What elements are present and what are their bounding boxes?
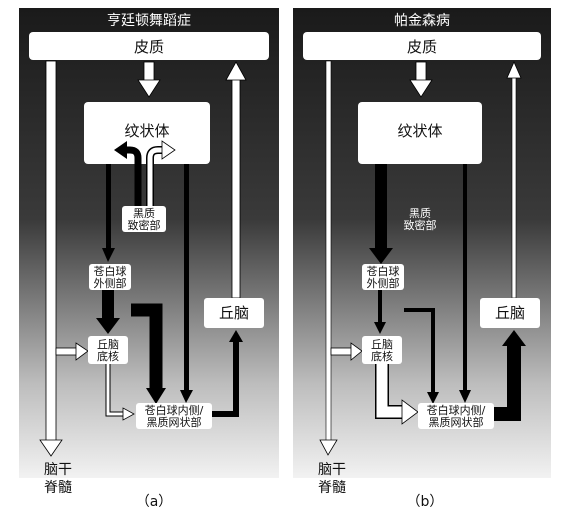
panel-a-gpi-box xyxy=(136,403,212,429)
panel-b-gpi-line2: 黑质网状部 xyxy=(429,415,484,429)
panel-b-snc-line2: 致密部 xyxy=(404,218,437,232)
panel-a-thalamus-box xyxy=(204,298,264,328)
panel-b-gpe-line2: 外侧部 xyxy=(367,276,400,290)
panel-a-gpe-box xyxy=(89,264,131,290)
panel-b-stn-box xyxy=(362,336,402,364)
panel-a-arrow-striatum-gpi xyxy=(180,164,193,403)
panel-b-stn-line1: 丘脑 xyxy=(371,338,393,351)
panel-a-arrow-cortex-stn xyxy=(55,342,89,361)
panel-a-stn-line2: 底核 xyxy=(97,349,119,363)
panel-a-gpi-line1: 苍白球内侧/ xyxy=(145,403,204,417)
panel-b-brainstem-line1: 脑干 xyxy=(318,462,346,478)
panel-b-arrow-cortex-striatum xyxy=(409,61,433,98)
panel-b-stn-line2: 底核 xyxy=(371,349,393,363)
panel-a-snc-line2: 致密部 xyxy=(128,218,161,232)
panel-a-brainstem-line2: 脊髓 xyxy=(44,480,72,496)
panel-b-arrow-striatum-gpe xyxy=(369,164,393,264)
panel-a-arrow-gpe-stn xyxy=(96,290,120,334)
panel-b-gpi-line1: 苍白球内侧/ xyxy=(427,403,486,417)
panel-a-snc-line1: 黑质 xyxy=(133,207,155,220)
panel-b-arrow-gpi-thalamus xyxy=(494,330,526,421)
panel-a-arrow-gpe-gpi xyxy=(131,303,166,404)
panel-b-arrow-cortex-brainstem xyxy=(319,60,338,456)
panel-b-snc-line1: 黑质 xyxy=(409,207,431,220)
panel-b-arrow-gpe-gpi xyxy=(404,308,439,404)
panel-a-snc-box xyxy=(122,206,166,232)
panel-b-title: 帕金森病 xyxy=(394,13,450,29)
panel-b-arrow-stn-gpi xyxy=(375,364,419,425)
panel-b-arrow-striatum-gpi xyxy=(459,164,471,403)
panel-parkinson: 帕金森病 皮质 纹状体 黑质 致密部 xyxy=(293,8,551,510)
panel-a-cortex-box xyxy=(29,32,269,60)
panel-a-caption: （a） xyxy=(136,494,173,510)
panel-a-gpe-line1: 苍白球 xyxy=(94,264,127,278)
panel-a-arrow-cortex-striatum xyxy=(137,61,161,98)
panel-b-gpe-box xyxy=(362,264,404,290)
panel-a-arrow-stn-gpi xyxy=(105,364,135,421)
panel-a-stn-box xyxy=(88,336,128,364)
panel-huntington: 亨廷顿舞蹈症 皮质 纹状体 xyxy=(19,8,279,510)
panel-a-gpe-line2: 外侧部 xyxy=(94,276,127,290)
panel-a-title: 亨廷顿舞蹈症 xyxy=(107,12,191,29)
panel-a-arrow-striatum-gpe xyxy=(102,164,115,262)
panel-b-brainstem-line2: 脊髓 xyxy=(318,480,346,496)
panel-b-arrow-gpe-stn xyxy=(374,290,386,334)
panel-a-gpi-line2: 黑质网状部 xyxy=(147,415,202,429)
panel-b-thalamus-label: 丘脑 xyxy=(495,304,525,322)
panel-b-caption: （b） xyxy=(407,494,444,510)
panel-a-striatum-box xyxy=(84,102,210,164)
panel-a-stn-line1: 丘脑 xyxy=(97,338,119,351)
panel-b-cortex-label: 皮质 xyxy=(407,38,437,56)
panel-a-arrow-gpi-thalamus xyxy=(212,330,243,417)
panel-b-cortex-box xyxy=(303,32,541,60)
panel-a-brainstem-line1: 脑干 xyxy=(44,462,72,478)
panel-b-gpe-line1: 苍白球 xyxy=(367,264,400,278)
panel-b-arrow-cortex-stn xyxy=(330,342,363,361)
panel-a-thalamus-label: 丘脑 xyxy=(219,304,249,322)
panel-b-thalamus-box xyxy=(480,298,540,328)
panel-a-cortex-label: 皮质 xyxy=(134,38,164,56)
panel-b-gpi-box xyxy=(418,403,494,429)
panel-a-striatum-label: 纹状体 xyxy=(124,122,169,140)
panel-b-striatum-label: 纹状体 xyxy=(397,122,442,140)
panel-a-arrow-cortex-brainstem xyxy=(39,60,63,457)
panel-b-striatum-box xyxy=(358,102,482,164)
panel-a-dopamine-arrows xyxy=(114,140,176,212)
